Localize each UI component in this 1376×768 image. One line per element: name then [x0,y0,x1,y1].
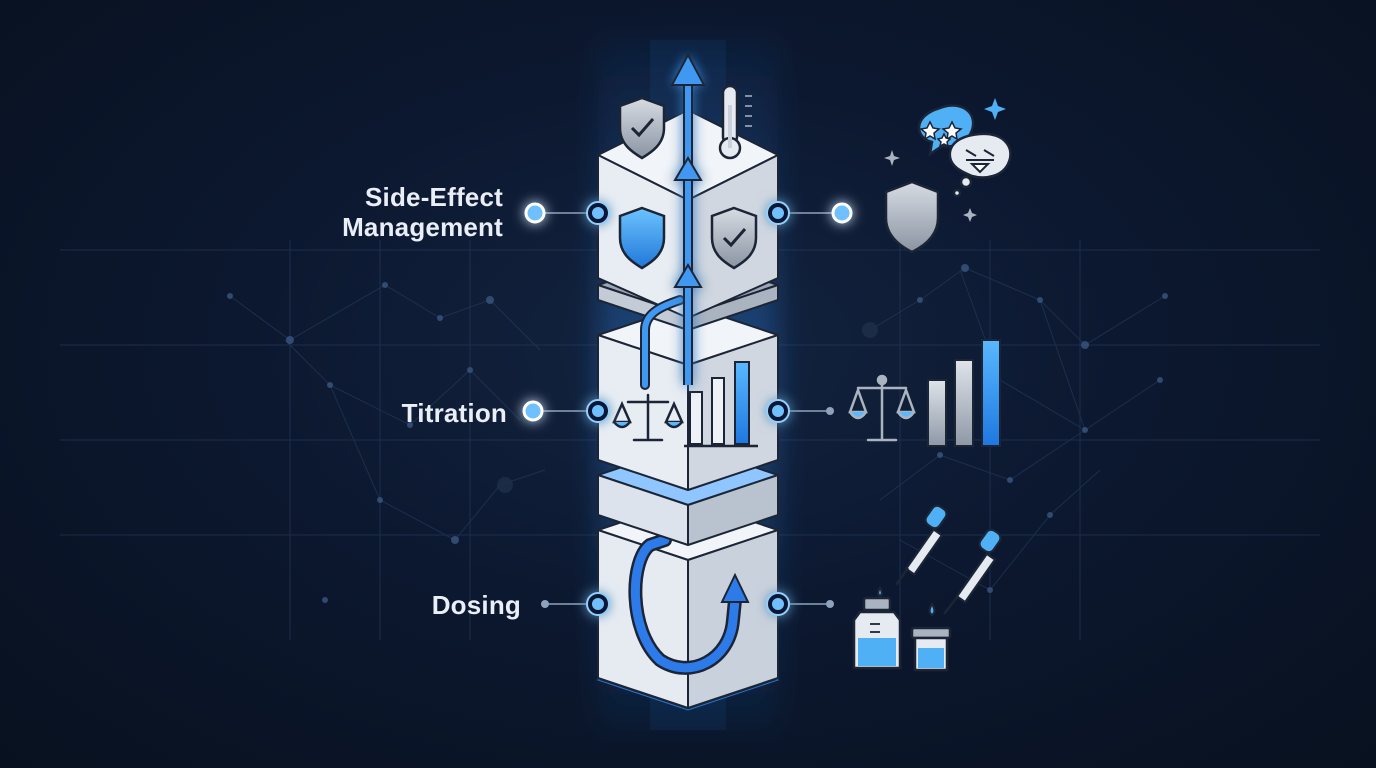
dropper-icon [928,528,1002,617]
label-line: Management [342,212,503,242]
balance-scale-icon [848,374,916,442]
cup-icon [910,626,952,672]
titration-label: Titration [402,398,507,428]
balance-scale-icon [612,393,684,442]
u-turn-arrow-icon [628,533,750,675]
bar-chart-icon [684,361,758,448]
side-effect-management-label: Side-Effect Management [342,182,503,242]
shield-check-icon [618,96,666,160]
upward-arrow [670,52,706,385]
chat-bubbles-icon [917,104,1012,198]
bar-chart-icon [927,339,1001,447]
dosing-label: Dosing [432,590,521,620]
vial-icon [852,596,902,670]
connector-nodes [522,201,853,616]
shield-icon [884,180,940,254]
sparkle-icon [984,98,1006,120]
dropper-icon [876,504,948,598]
sparkle-icon [884,150,977,222]
background-network [60,240,1320,640]
shield-check-icon [710,206,758,270]
background-nodes [227,264,1168,603]
label-line: Titration [401,398,507,428]
shield-icon [618,206,666,270]
label-line: Side-Effect [364,182,503,212]
label-line: Dosing [431,590,521,620]
thermometer-icon [718,84,752,160]
